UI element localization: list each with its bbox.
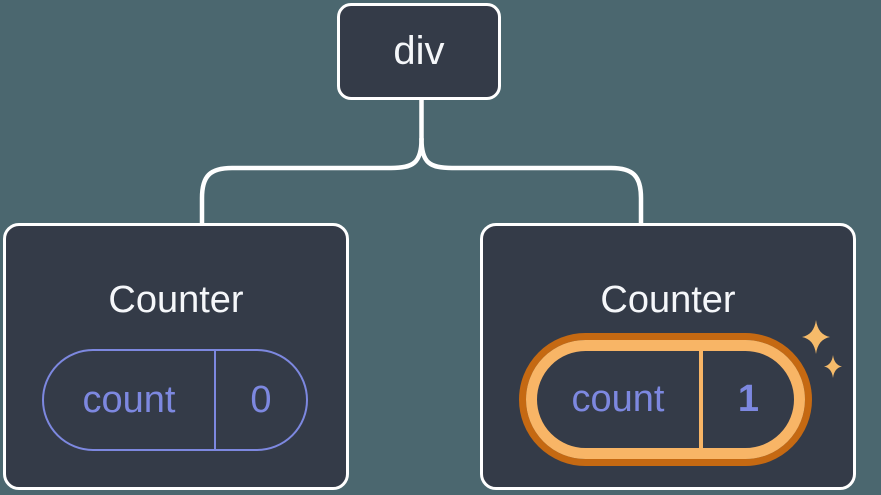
state-pill-highlight-ring: count 1 bbox=[526, 340, 805, 459]
state-key-cell: count bbox=[44, 351, 216, 449]
state-pill: count 0 bbox=[42, 349, 308, 451]
connector-branch-right bbox=[419, 136, 644, 227]
sparkle-icon bbox=[824, 355, 842, 378]
state-key-label: count bbox=[571, 378, 665, 420]
state-key-label: count bbox=[82, 378, 176, 421]
counter-card-left: Counter count 0 bbox=[3, 223, 349, 490]
root-node-label: div bbox=[393, 29, 445, 73]
connector-branch-left bbox=[199, 136, 424, 227]
state-pill-highlighted: count 1 bbox=[519, 333, 812, 466]
component-title: Counter bbox=[108, 279, 244, 321]
state-value-label: 0 bbox=[250, 378, 272, 421]
state-value-cell: 0 bbox=[216, 351, 306, 449]
state-value-label: 1 bbox=[737, 378, 760, 420]
sparkle-icon bbox=[802, 320, 830, 354]
counter-card-right: Counter count 1 bbox=[480, 223, 856, 490]
state-value-cell: 1 bbox=[703, 351, 794, 448]
root-node-div: div bbox=[337, 3, 501, 100]
component-title: Counter bbox=[600, 279, 736, 321]
state-key-cell: count bbox=[537, 351, 703, 448]
